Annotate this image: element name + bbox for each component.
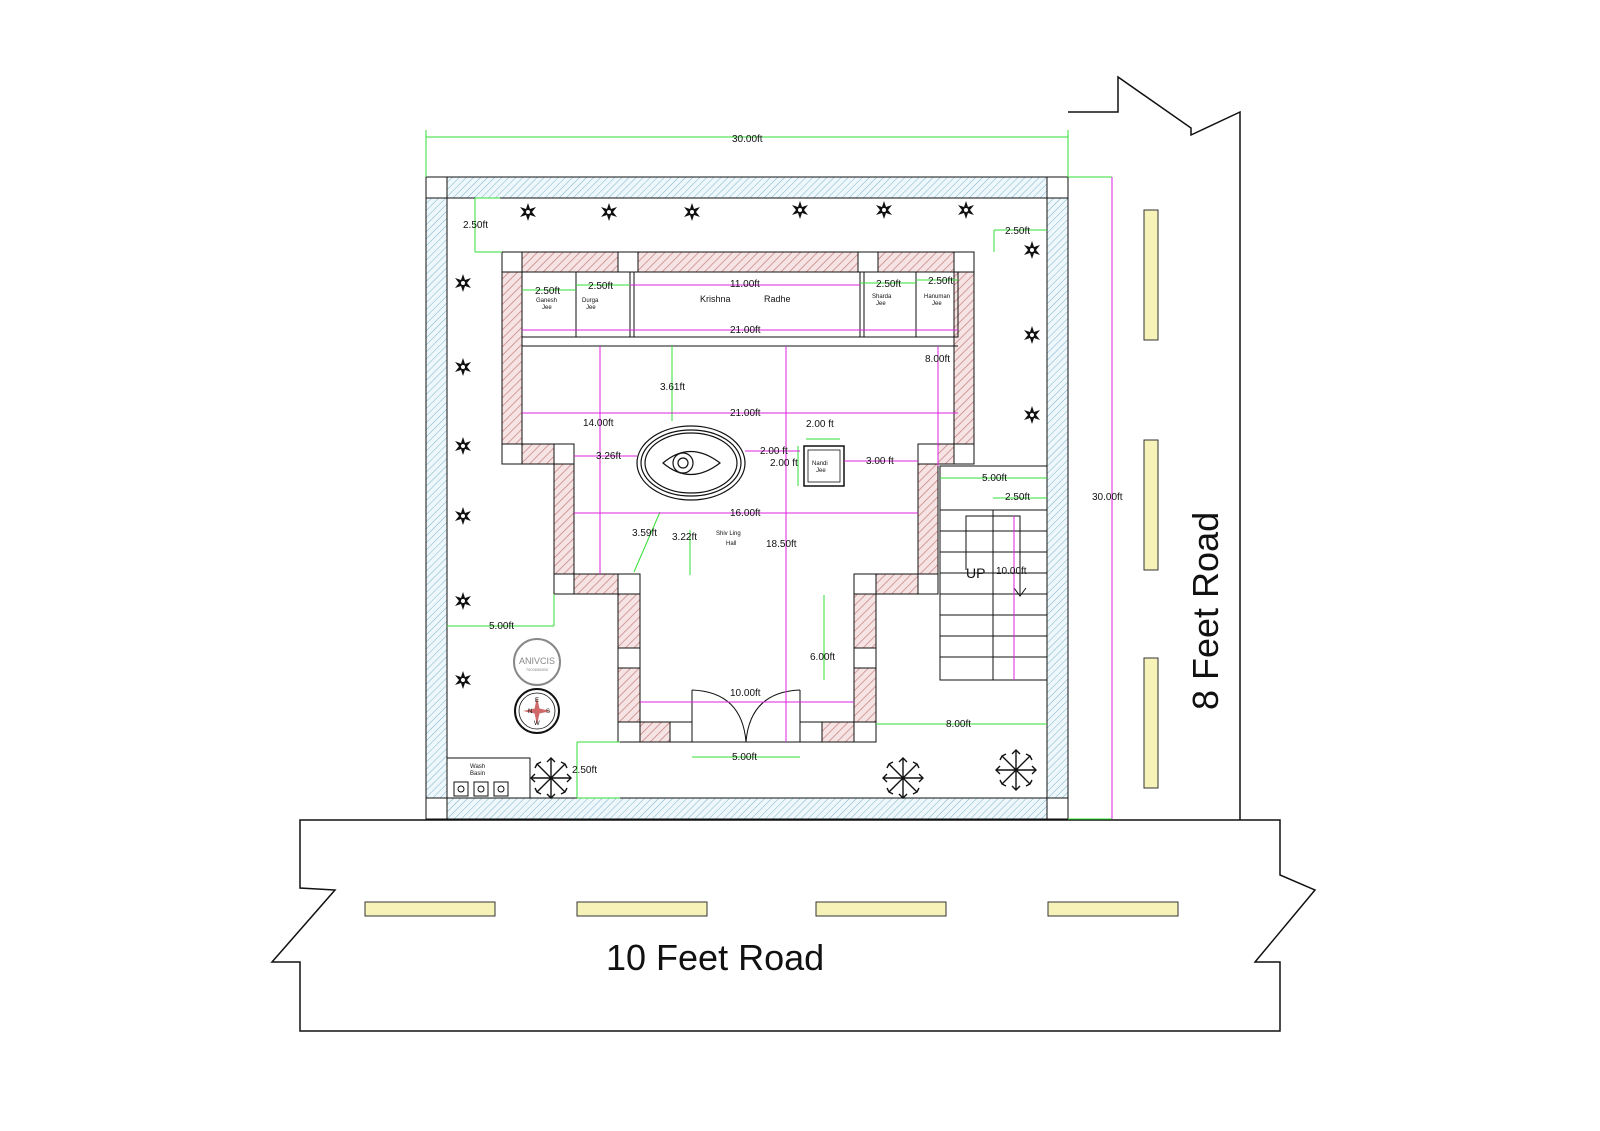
plant-icon [601,203,617,221]
dim-left-setback: 5.00ft [489,621,514,632]
road-marking [364,901,496,917]
dim-hall-top-gap: 3.61ft [660,382,685,393]
temple-walls [501,251,975,743]
dim-porch-height: 6.00ft [810,652,835,663]
road-marking [1047,901,1179,917]
dim-door-width: 5.00ft [732,752,757,763]
road-marking [1143,209,1159,341]
plant-icon [1024,326,1040,344]
wash-basin: Wash Basin [446,757,531,799]
dim-right-setback: 2.50ft [1005,226,1030,237]
right-road-label: 8 Feet Road [1185,512,1226,710]
dim-hall-left-height: 14.00ft [583,418,614,429]
logo-subtext: 7903656500 [526,667,549,672]
dim-top-setback: 2.50ft [463,220,488,231]
dimension-labels: 30.00ft 30.00ft 2.50ft 2.50ft 2.50ft 2.5… [463,134,1123,776]
brand-logo: ANIVCIS 7903656500 [513,638,561,686]
plant-icon [1024,406,1040,424]
shrine-durga-label: Durga [582,298,599,304]
stairs-up-label: UP [966,565,985,581]
shrine-ganesh-label-2: Jee [542,305,552,311]
plant-icon [455,358,471,376]
plant-icon [455,592,471,610]
plant-icon [876,201,892,219]
dim-shrine-depth: 8.00ft [925,354,950,365]
dim-hall-width: 21.00ft [730,408,761,419]
plant-icon [455,437,471,455]
shrine-hanuman-label-2: Jee [932,301,942,307]
dim-stair-gap: 2.50ft [1005,492,1030,503]
dim-shrine-total: 21.00ft [730,325,761,336]
plant-icon [684,203,700,221]
road-marking [1143,657,1159,789]
dim-stair-length: 10.00ft [996,566,1027,577]
dim-top-width: 30.00ft [732,134,763,145]
shrine-ganesh-label: Ganesh [536,298,557,304]
dim-hall-total-height: 18.50ft [766,539,797,550]
shrine-sharda-label: Sharda [872,294,892,300]
compass-e: E [535,698,539,704]
shrine-hanuman-label: Hanuman [924,294,950,300]
shiv-linga [636,425,746,501]
dim-nandi-h: 2.00 ft [770,458,798,469]
logo-text: ANIVCIS [519,656,555,666]
dim-stair-width: 5.00ft [982,473,1007,484]
compass-w: W [534,721,540,727]
dim-hanuman: 2.50ft [928,276,953,287]
plant-icon [1024,241,1040,259]
wash-basin-label-2: Basin [470,771,485,777]
compass-n: N [528,709,532,715]
dim-porch-width: 10.00ft [730,688,761,699]
shrine-sharda-label-2: Jee [876,301,886,307]
road-marking [576,901,708,917]
dim-nandi-w: 2.00 ft [806,419,834,430]
plant-icon [455,507,471,525]
right-road: 8 Feet Road [1068,75,1241,820]
dim-linga-diag: 3.59ft [632,528,657,539]
bottom-road: 10 Feet Road [270,819,1317,1032]
entrance-door [691,689,801,743]
nandi-pedestal: Nandi Jee [803,445,845,487]
plant-icon [455,671,471,689]
palm-icon [995,749,1037,791]
dim-linga-bottom-gap: 3.22ft [672,532,697,543]
dim-hall-mid-width: 16.00ft [730,508,761,519]
dim-right-porch-gap: 8.00ft [946,719,971,730]
dim-bottom-setback: 2.50ft [572,765,597,776]
shrine-durga-label-2: Jee [586,305,596,311]
road-marking [1143,439,1159,571]
plant-icon [792,201,808,219]
hall-label-2: Hall [726,541,736,547]
nandi-label: Nandi [812,461,828,467]
compass-icon: N S E W [514,688,560,734]
dim-nandi-right-gap: 3.00 ft [866,456,894,467]
road-marking [815,901,947,917]
dim-right-depth: 30.00ft [1092,492,1123,503]
dim-linga-to-nandi: 2.00 ft [760,446,788,457]
hall-label: Shiv Ling [716,531,741,537]
shrine-labels: Ganesh Jee Durga Jee Krishna Radhe Shard… [536,294,950,311]
bottom-road-label: 10 Feet Road [606,937,824,978]
dim-main-shrine: 11.00ft [730,279,760,290]
compass-s: S [546,709,550,715]
dim-ganesh: 2.50ft [535,286,560,297]
palm-icon [530,757,572,799]
dim-linga-left-gap: 3.26ft [596,451,621,462]
shrine-radhe-label: Radhe [764,294,791,304]
palm-icon [882,757,924,799]
plant-icon [520,203,536,221]
dim-durga: 2.50ft [588,281,613,292]
staircase [939,465,1048,681]
nandi-label-2: Jee [816,468,826,474]
shrine-krishna-label: Krishna [700,294,731,304]
wash-basin-label: Wash [470,764,485,770]
dim-sharda: 2.50ft [876,279,901,290]
boundary-wall [425,176,1069,820]
plant-icon [958,201,974,219]
plant-icon [455,274,471,292]
dimension-lines [425,130,1113,820]
